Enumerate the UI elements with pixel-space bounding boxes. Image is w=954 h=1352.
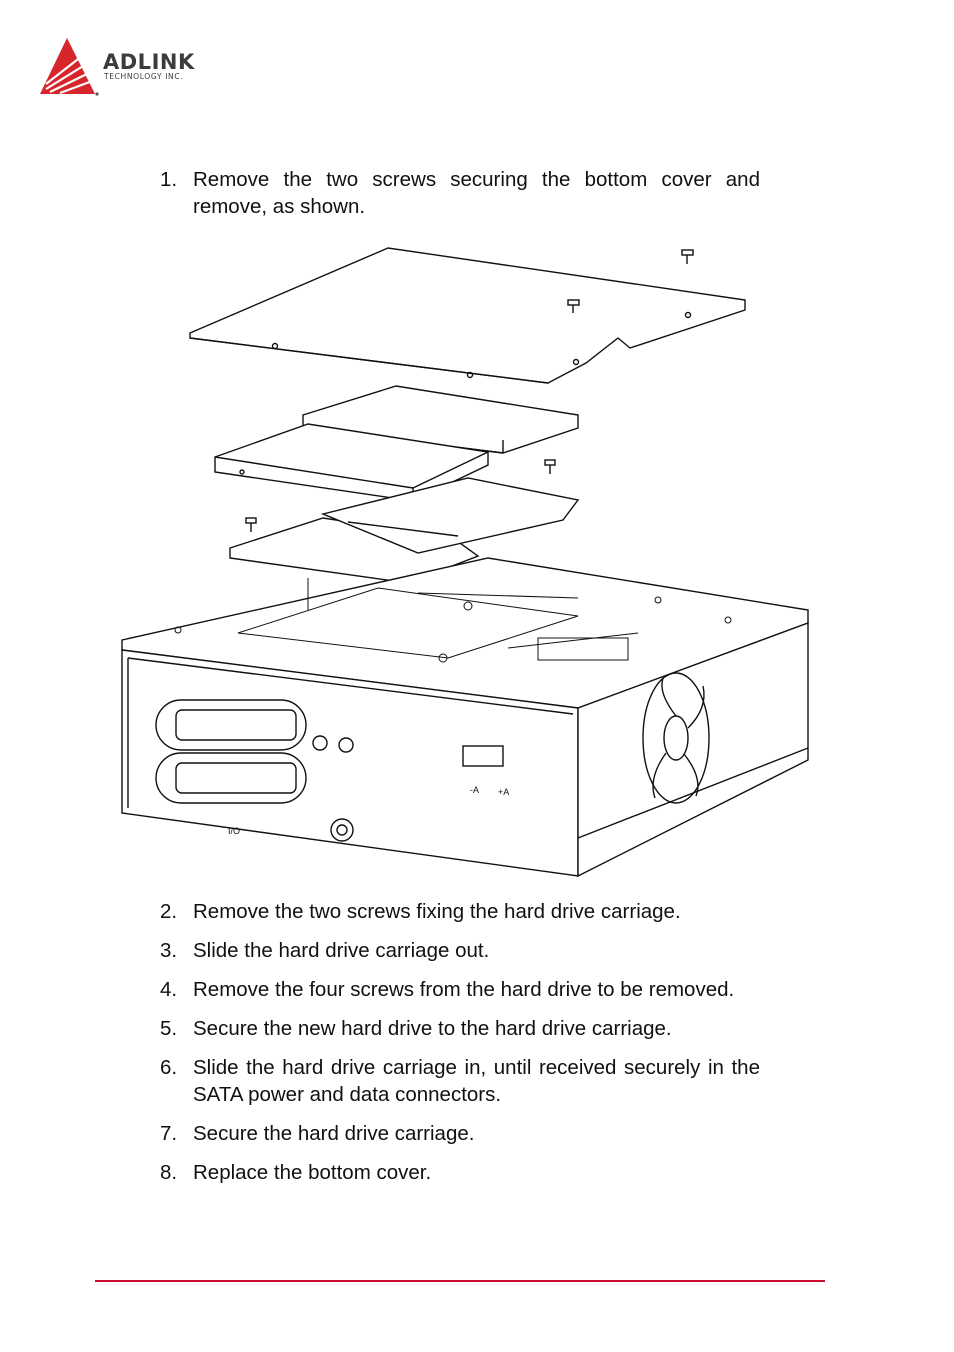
step-text: Replace the bottom cover. — [193, 1161, 432, 1184]
step-text: Slide the hard drive carriage in, until … — [193, 1056, 760, 1106]
front-panel — [155, 699, 504, 842]
step-text: Remove the two screws securing the botto… — [193, 168, 760, 218]
step-number: 5. — [160, 1017, 178, 1040]
step-item: 3. Slide the hard drive carriage out. — [160, 937, 760, 964]
step-item: 8. Replace the bottom cover. — [160, 1159, 760, 1186]
step-number: 4. — [160, 978, 178, 1001]
step-text: Secure the hard drive carriage. — [193, 1122, 475, 1145]
step-number: 2. — [160, 900, 178, 923]
instruction-list-bottom: 2. Remove the two screws fixing the hard… — [160, 898, 760, 1198]
step-text: Secure the new hard drive to the hard dr… — [193, 1017, 672, 1040]
chassis-interior — [174, 578, 732, 663]
adlink-triangle-icon — [40, 38, 99, 96]
bottom-cover — [189, 247, 746, 384]
hard-drive-carriage — [229, 477, 580, 584]
step-item: 2. Remove the two screws fixing the hard… — [160, 898, 760, 925]
step-item: 7. Secure the hard drive carriage. — [160, 1120, 760, 1147]
exploded-chassis-illustration: I/O -A +A — [121, 247, 809, 878]
step-item: 5. Secure the new hard drive to the hard… — [160, 1015, 760, 1042]
step-number: 3. — [160, 939, 178, 962]
brand-name: ADLINK — [103, 50, 195, 74]
chassis-body — [121, 557, 809, 878]
fan-icon — [642, 672, 710, 804]
minus-a-label: -A — [470, 785, 479, 795]
cover-screw-icon — [567, 249, 694, 313]
step-number: 6. — [160, 1056, 178, 1079]
step-item: 4. Remove the four screws from the hard … — [160, 976, 760, 1003]
step-item: 1. Remove the two screws securing the bo… — [160, 166, 760, 220]
footer-rule — [95, 1280, 825, 1282]
step-number: 1. — [160, 168, 178, 191]
connector-labels: I/O -A +A — [228, 785, 509, 836]
io-label: I/O — [228, 826, 240, 836]
plus-a-label: +A — [498, 787, 509, 797]
brand-tagline: TECHNOLOGY INC. — [104, 72, 184, 81]
step-item: 6. Slide the hard drive carriage in, unt… — [160, 1054, 760, 1108]
step-number: 8. — [160, 1161, 178, 1184]
step-text: Remove the four screws from the hard dri… — [193, 978, 735, 1001]
step-text: Remove the two screws fixing the hard dr… — [193, 900, 681, 923]
step-text: Slide the hard drive carriage out. — [193, 939, 490, 962]
hard-drive-front — [214, 423, 489, 502]
instruction-list-top: 1. Remove the two screws securing the bo… — [160, 166, 760, 220]
step-number: 7. — [160, 1122, 178, 1145]
